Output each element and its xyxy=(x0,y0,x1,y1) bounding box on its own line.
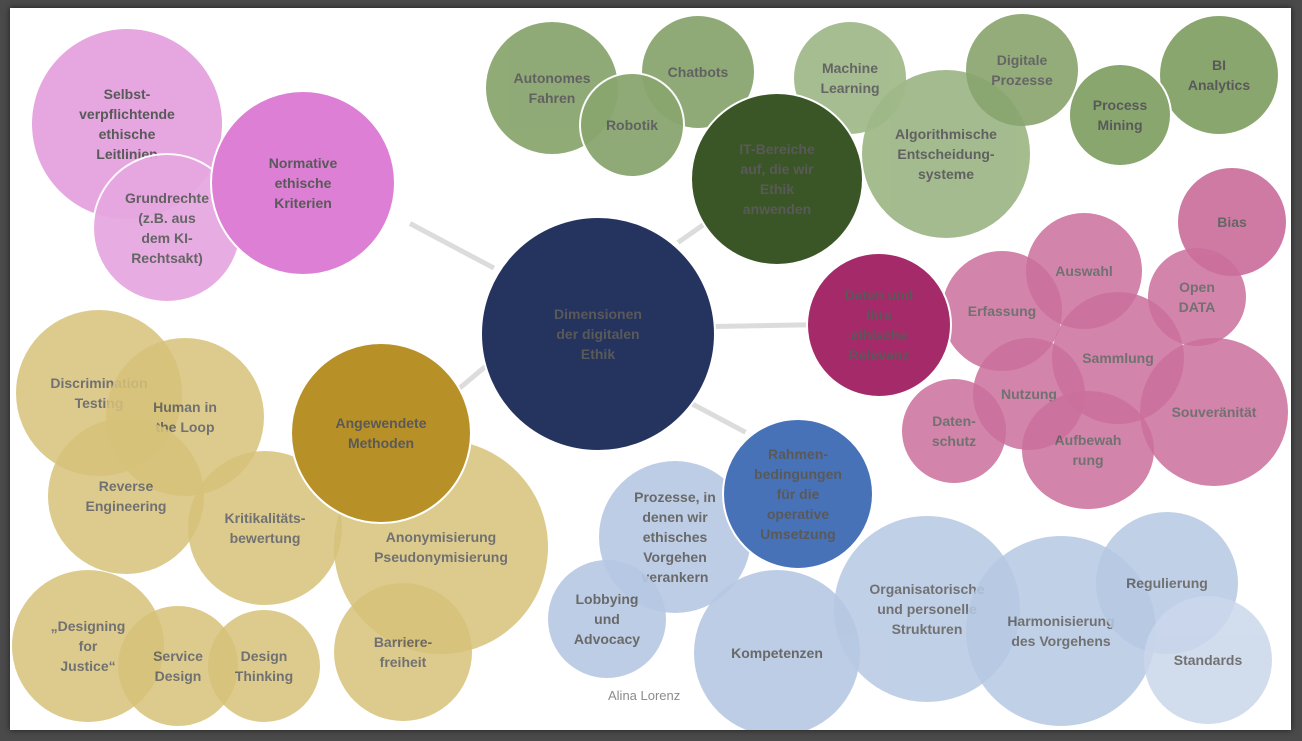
hub-it: IT-Bereiche auf, die wir Ethik anwenden xyxy=(690,92,864,266)
connector-normative xyxy=(408,221,496,271)
hub-daten: Daten und ihre ethische Relevanz xyxy=(806,252,952,398)
bubble-barrierefreiheit: Barriere- freiheit xyxy=(334,583,472,721)
center-dimensionen: Dimensionen der digitalen Ethik xyxy=(480,216,716,452)
bubble-design-thinking: Design Thinking xyxy=(208,610,320,722)
bubble-standards: Standards xyxy=(1144,596,1272,724)
bubble-digitale-prozesse: Digitale Prozesse xyxy=(966,14,1078,126)
hub-rahmen: Rahmen- bedingungen für die operative Um… xyxy=(722,418,874,570)
bubble-lobbying: Lobbying und Advocacy xyxy=(548,560,666,678)
connector-daten xyxy=(711,322,813,329)
bubble-reverse-engineering: Reverse Engineering xyxy=(48,418,204,574)
diagram-canvas: Selbst- verpflichtende ethische Leitlini… xyxy=(10,8,1291,730)
bubble-kompetenzen: Kompetenzen xyxy=(694,570,860,730)
author-credit: Alina Lorenz xyxy=(608,688,681,703)
hub-methoden: Angewendete Methoden xyxy=(290,342,472,524)
bubble-robotik: Robotik xyxy=(579,72,685,178)
bubble-aufbewahrung: Aufbewah rung xyxy=(1022,391,1154,509)
bubble-bi-analytics: BI Analytics xyxy=(1160,16,1278,134)
hub-normative: Normative ethische Kriterien xyxy=(210,90,396,276)
bubble-datenschutz: Daten- schutz xyxy=(902,379,1006,483)
bubble-souveraenitaet: Souveränität xyxy=(1140,338,1288,486)
bubble-process-mining: Process Mining xyxy=(1068,63,1172,167)
